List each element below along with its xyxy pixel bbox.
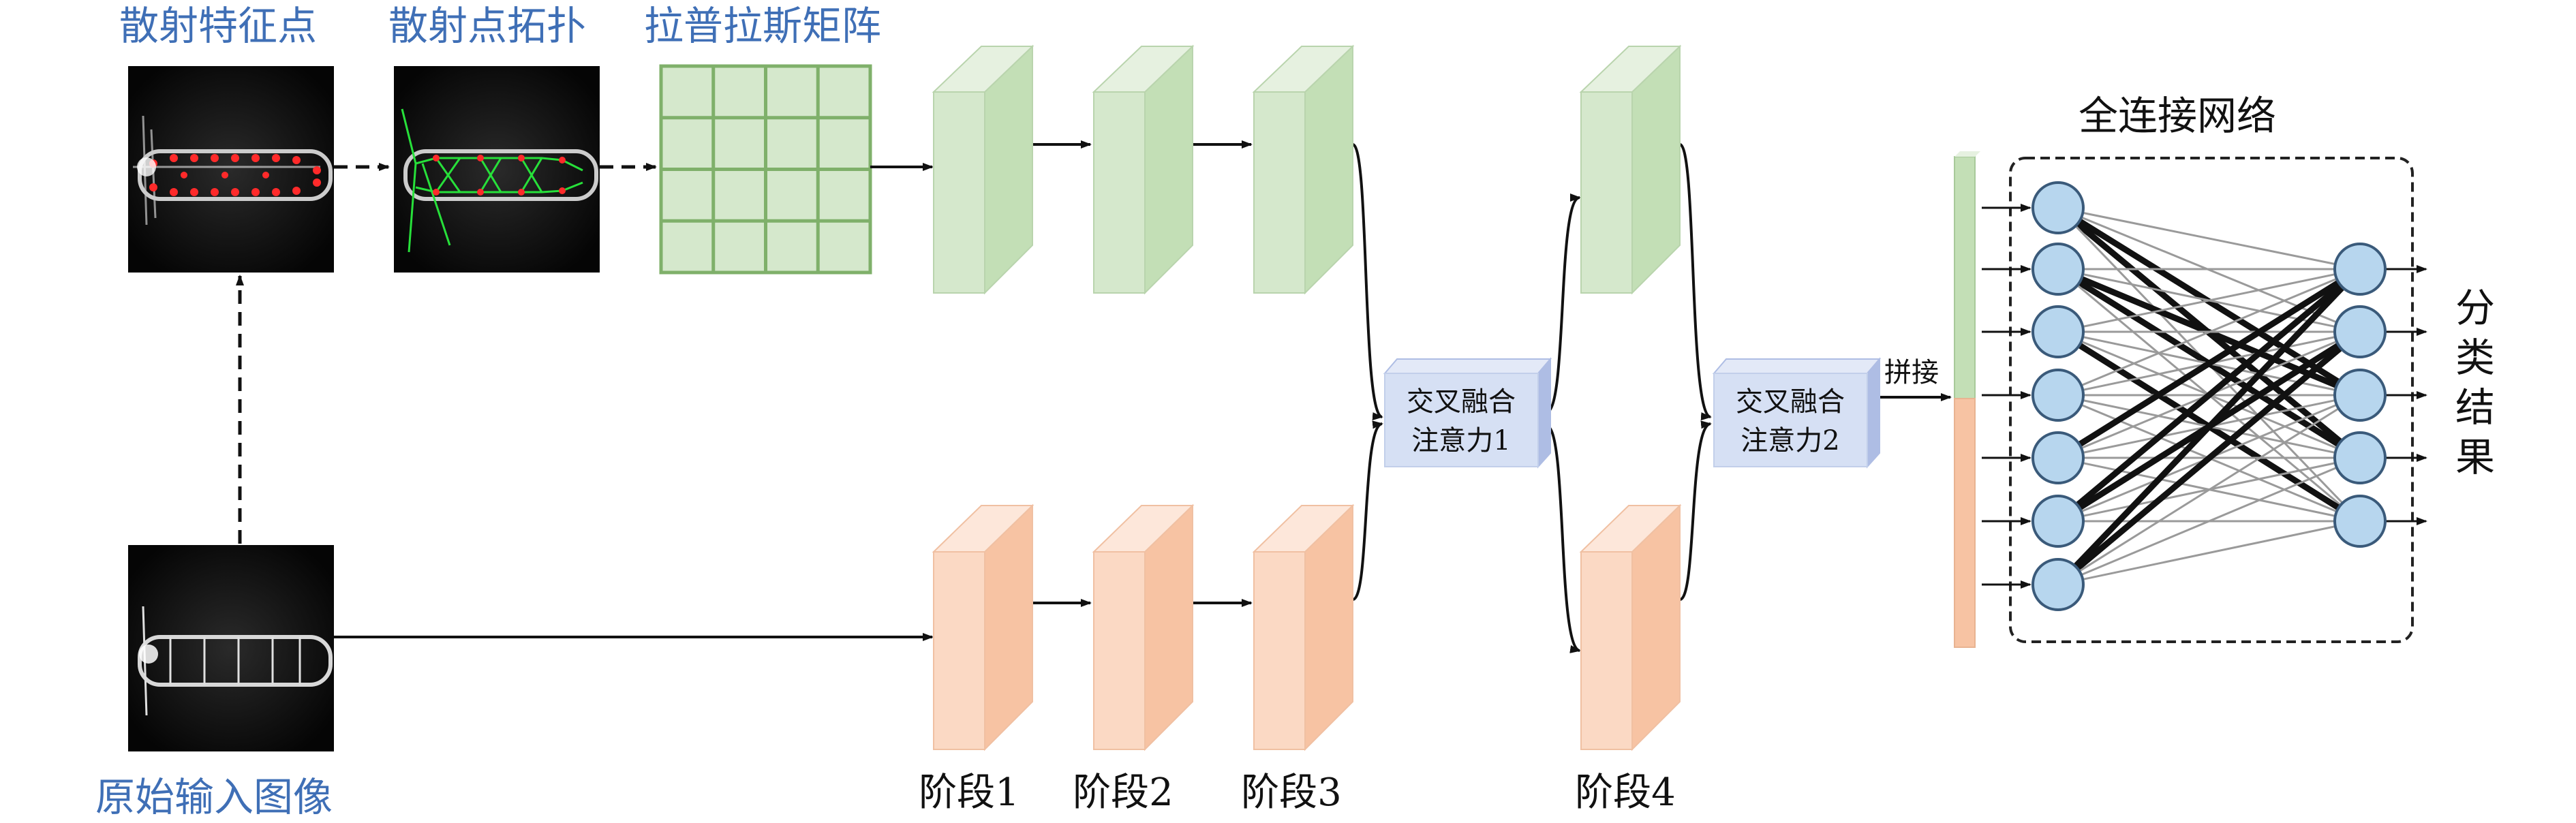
fc-edge [2057,456,2361,586]
fc-input-node [2031,305,2085,358]
fc-input-node [2031,431,2085,484]
fc-edge [2055,266,2363,587]
fc-input-node [2031,369,2085,422]
fusion2-line1: 交叉融合 [1736,386,1845,418]
stage1-label: 阶段1 [919,771,1019,815]
stage2-orange-block [1092,503,1195,751]
laplacian-label: 拉普拉斯矩阵 [644,3,881,49]
fc-edge [2057,394,2361,586]
stage2-label: 阶段2 [1073,771,1174,815]
concatenated-feature-bar [1954,151,1980,648]
result-char-3: 结 [2455,384,2495,431]
fc-edge [2057,268,2361,333]
scatter-points-label: 散射特征点 [119,3,317,49]
fc-edge [2057,268,2361,397]
fc-input-node [2031,243,2085,296]
result-char-1: 分 [2455,285,2495,331]
fc-edge [2056,266,2362,524]
fc-edges [2055,205,2363,587]
fc-input-node [2031,495,2085,548]
arrow-fusion1-g4 [1546,193,1581,414]
fc-edge [2056,329,2362,587]
arrow-g4-fusion2 [1678,143,1712,420]
stage2-green-block [1092,44,1195,295]
stage3-green-block [1252,44,1355,295]
original-input-label: 原始输入图像 [95,774,333,820]
scatter-image-icon [128,66,334,273]
fc-input-node [2031,558,2085,611]
stage4-green-block [1579,44,1682,295]
arrow-fusion1-o4 [1546,424,1581,653]
original-image-icon [128,545,334,751]
stage4-orange-block [1579,503,1682,751]
scatter-topology-label: 散射点拓扑 [388,3,586,49]
result-char-2: 类 [2455,335,2495,381]
arrow-o4-fusion2 [1679,420,1712,601]
fusion1-line1: 交叉融合 [1407,386,1516,418]
fc-output-node [2333,243,2387,296]
fc-input-node [2031,181,2085,234]
stage3-orange-block [1252,503,1355,751]
fc-edge [2056,266,2362,461]
fc-nodes [2031,181,2387,611]
stage1-orange-block [932,503,1034,751]
fc-input-arrows [1982,204,2427,589]
stage1-green-block [932,44,1034,295]
arrow-g3-fusion1 [1351,143,1383,420]
stage4-label: 阶段4 [1575,771,1676,815]
fc-output-node [2333,305,2387,358]
fusion1-line2: 注意力1 [1411,425,1510,456]
fusion2-line2: 注意力2 [1741,425,1839,456]
fc-network-box [2009,157,2414,643]
fc-output-node [2333,431,2387,484]
fc-output-node [2333,495,2387,548]
fusion-attention-1-box: 交叉融合 注意力1 [1383,357,1552,469]
fc-edge [2057,520,2361,586]
arrow-o3-fusion1 [1352,420,1383,601]
laplacian-grid-icon [659,64,872,275]
fc-output-node [2333,369,2387,422]
result-char-4: 果 [2455,434,2495,480]
fc-network-label: 全连接网络 [2079,93,2276,139]
topology-image-icon [394,66,600,273]
concat-label: 拼接 [1884,357,1939,388]
fc-edge [2057,206,2361,270]
fusion-attention-2-box: 交叉融合 注意力2 [1712,357,1882,469]
stage3-label: 阶段3 [1241,771,1342,815]
